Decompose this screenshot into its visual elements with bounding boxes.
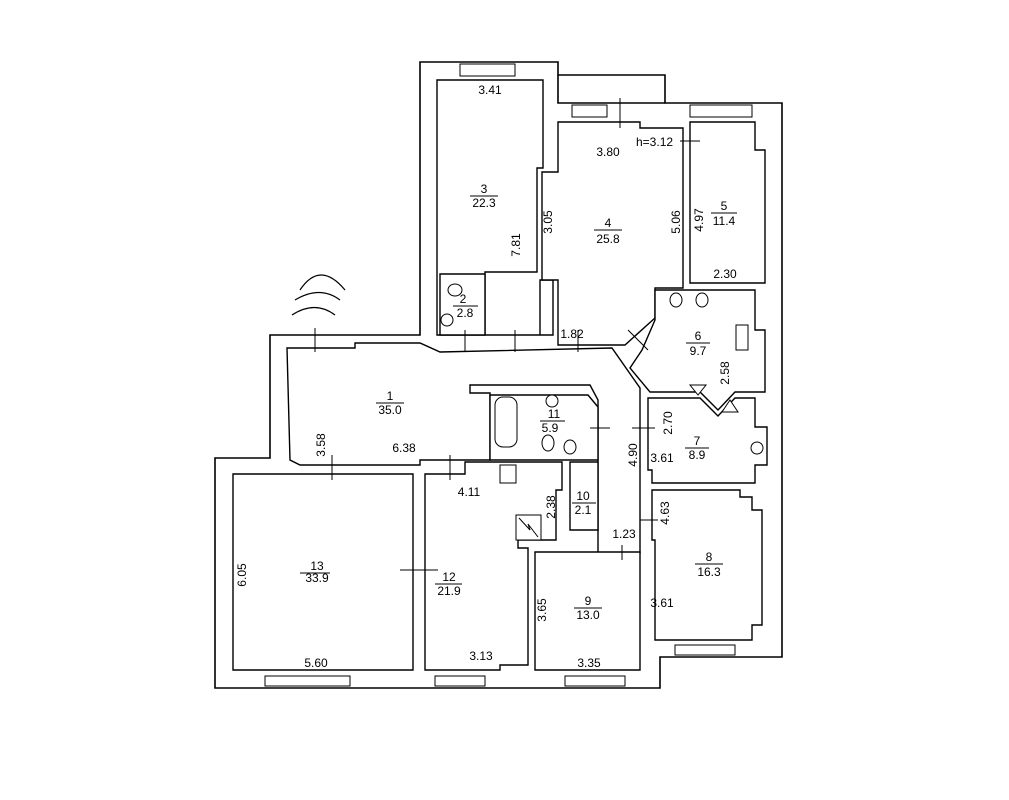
room-5 xyxy=(689,121,766,284)
svg-text:11: 11 xyxy=(548,407,561,421)
dim-r5-width: 2.30 xyxy=(713,267,737,281)
room-label-8: 816.3 xyxy=(695,550,723,579)
dim-r10-height: 2.38 xyxy=(544,495,558,519)
svg-text:5.9: 5.9 xyxy=(542,421,559,435)
svg-text:8: 8 xyxy=(706,550,713,564)
toilet-icon xyxy=(695,292,709,308)
svg-text:9.7: 9.7 xyxy=(690,344,707,358)
dim-r10-door: 1.23 xyxy=(612,527,636,541)
fixtures xyxy=(440,283,764,541)
sink-icon xyxy=(735,324,749,351)
svg-text:11.4: 11.4 xyxy=(713,214,736,228)
room-label-4: 425.8 xyxy=(594,216,622,246)
dim-r4-width: 3.80 xyxy=(596,145,620,159)
dim-r12-top: 4.11 xyxy=(458,485,481,499)
svg-text:8.9: 8.9 xyxy=(689,448,706,462)
svg-text:10: 10 xyxy=(576,489,590,503)
svg-text:25.8: 25.8 xyxy=(596,232,620,246)
sink-icon xyxy=(750,441,764,455)
room-label-2: 22.8 xyxy=(453,292,478,320)
toilet-icon xyxy=(563,439,577,455)
toilet-icon xyxy=(447,283,463,297)
room-label-3: 322.3 xyxy=(470,182,498,210)
dim-r1-height: 3.58 xyxy=(314,433,328,457)
room-label-9: 913.0 xyxy=(574,594,602,622)
svg-text:2: 2 xyxy=(460,292,467,306)
dim-r8-height: 4.63 xyxy=(658,501,672,525)
outer-wall xyxy=(214,61,783,689)
room-labels: 322.3 22.8 425.8 511.4 69.7 78.9 816.3 1… xyxy=(300,182,737,622)
svg-text:22.3: 22.3 xyxy=(472,196,496,210)
svg-text:13.0: 13.0 xyxy=(576,608,600,622)
toilet-icon xyxy=(541,434,555,452)
dim-r1-width: 6.38 xyxy=(392,441,416,455)
room-label-6: 69.7 xyxy=(686,329,710,358)
shower-icon xyxy=(721,399,739,413)
svg-text:5: 5 xyxy=(721,199,728,213)
dim-r5-length: 4.97 xyxy=(692,208,706,232)
room-label-5: 511.4 xyxy=(711,199,737,228)
dim-r3-width: 3.41 xyxy=(478,83,502,97)
svg-text:6: 6 xyxy=(695,329,702,343)
dim-r12-width: 3.13 xyxy=(469,649,493,663)
svg-text:2.1: 2.1 xyxy=(575,503,592,517)
dim-corridor: 4.90 xyxy=(626,443,640,467)
windows xyxy=(264,63,753,687)
stove-icon xyxy=(499,464,517,484)
room-label-7: 78.9 xyxy=(685,434,709,462)
dim-r13-height: 6.05 xyxy=(235,563,249,587)
dim-r6-height: 2.58 xyxy=(718,361,732,385)
room-6 xyxy=(629,289,766,412)
svg-text:1: 1 xyxy=(387,389,394,403)
svg-text:12: 12 xyxy=(442,570,456,584)
room-1 xyxy=(286,342,641,554)
svg-text:7: 7 xyxy=(694,434,701,448)
svg-text:4: 4 xyxy=(605,216,612,230)
svg-text:21.9: 21.9 xyxy=(437,584,461,598)
shower-icon xyxy=(688,384,708,396)
compass-icon xyxy=(291,274,346,316)
dim-r7-height: 2.70 xyxy=(661,411,675,435)
room-label-10: 102.1 xyxy=(572,489,596,517)
room-9 xyxy=(534,551,641,671)
dim-r4-right: 5.06 xyxy=(669,210,683,234)
svg-text:33.9: 33.9 xyxy=(305,571,329,585)
room-label-11: 115.9 xyxy=(540,407,565,435)
room-4 xyxy=(541,121,684,346)
ceiling-height-label: h=3.12 xyxy=(636,135,673,149)
dim-r3-length: 7.81 xyxy=(509,233,523,257)
svg-text:16.3: 16.3 xyxy=(697,565,721,579)
sink-icon xyxy=(545,394,559,408)
room-10 xyxy=(569,461,599,531)
door-marks xyxy=(314,98,700,571)
svg-text:9: 9 xyxy=(585,594,592,608)
svg-text:3: 3 xyxy=(481,182,488,196)
toilet-icon xyxy=(669,292,683,308)
room-8 xyxy=(651,489,763,641)
svg-text:13: 13 xyxy=(310,559,324,573)
dimension-labels: 3.41 7.81 3.80 3.05 5.06 1.82 4.97 2.30 … xyxy=(235,83,737,670)
svg-text:2.8: 2.8 xyxy=(457,306,474,320)
dim-r4-door: 1.82 xyxy=(560,327,584,341)
dim-r9-width: 3.35 xyxy=(577,656,601,670)
sink-icon xyxy=(440,313,454,327)
room-label-1: 135.0 xyxy=(376,389,404,417)
balcony-wall xyxy=(557,75,665,104)
room-13 xyxy=(232,473,414,671)
dim-r9-height: 3.65 xyxy=(535,598,549,622)
dim-r13-width: 5.60 xyxy=(304,656,328,670)
dim-r7-width: 3.61 xyxy=(650,451,674,465)
svg-text:35.0: 35.0 xyxy=(378,403,402,417)
room-7 xyxy=(647,397,768,484)
dim-r4-left: 3.05 xyxy=(541,210,555,234)
bathtub-icon xyxy=(494,396,518,448)
dim-r8-width: 3.61 xyxy=(650,596,674,610)
